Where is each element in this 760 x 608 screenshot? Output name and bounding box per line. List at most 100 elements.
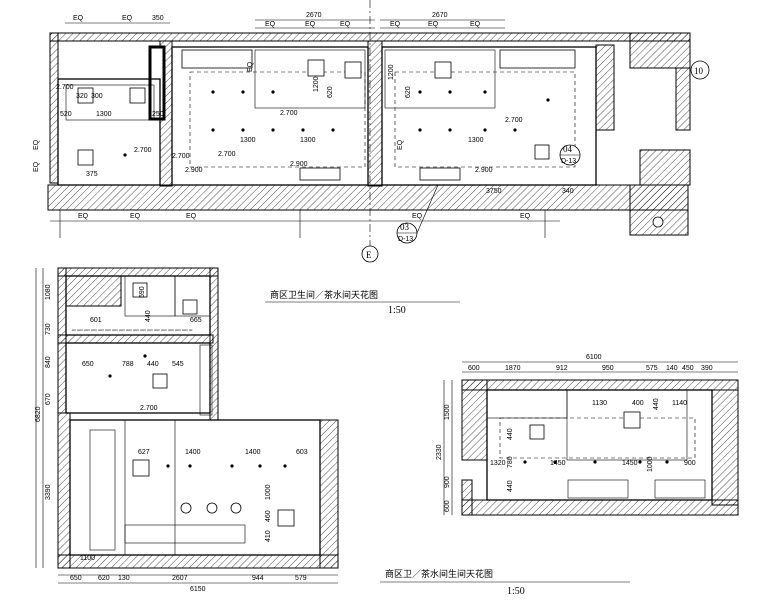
top-dim-6: EQ — [305, 21, 316, 28]
left-dim-1080: 1080 — [45, 284, 52, 300]
top-dim-3: 350 — [152, 15, 164, 22]
inner-dim-590: 590 — [139, 286, 146, 298]
side-dim-7: 1200 — [313, 76, 320, 92]
ceiling-height-8: 2.900 — [475, 167, 493, 174]
right-inner-1000: 1000 — [647, 456, 654, 472]
right-plan-title: 商区卫／茶水间生间天花图 — [385, 568, 493, 579]
right-left-dim-900: 900 — [444, 476, 451, 488]
right-total-6100: 6100 — [586, 354, 602, 361]
side-dim-8: 620 — [327, 86, 334, 98]
right-inner-440b: 440 — [507, 480, 514, 492]
left-dim-3390: 3390 — [45, 484, 52, 500]
right-inner-1450b: 1450 — [622, 460, 638, 467]
right-left-dim-1500: 1500 — [444, 404, 451, 420]
inner-dim-603: 603 — [296, 449, 308, 456]
inner-dim-601: 601 — [90, 317, 102, 324]
right-dim-450: 450 — [682, 365, 694, 372]
inner-dim-300: 300 — [91, 93, 103, 100]
inner-dim-340: 340 — [562, 188, 574, 195]
left-plan-scale: 1:50 — [388, 305, 406, 316]
bottom-dim-620: 620 — [98, 575, 110, 582]
top-dim-4: 2670 — [306, 12, 322, 19]
right-dim-912: 912 — [556, 365, 568, 372]
right-inner-1140: 1140 — [672, 400, 687, 407]
top-dim-9: 2670 — [432, 12, 448, 19]
right-ceiling-plan: 6100 600 1870 912 950 575 140 450 390 15… — [380, 354, 739, 597]
inner-dim-650: 650 — [82, 361, 94, 368]
axis-label: E — [366, 250, 372, 260]
right-inner-900: 900 — [684, 460, 696, 467]
right-dim-1870: 1870 — [505, 365, 521, 372]
left-ceiling-plan: 1080 730 840 670 6820 3390 650 620 130 2… — [35, 267, 460, 593]
callout-03-num: 03 — [400, 222, 410, 232]
ceiling-height-4: 2.700 — [280, 110, 298, 117]
right-plan-scale: 1:50 — [507, 586, 525, 597]
inner-dim-665: 665 — [190, 317, 202, 324]
inner-dim-410: 410 — [265, 530, 272, 542]
inner-dim-1300b: 1300 — [240, 137, 256, 144]
right-inner-440c: 440 — [653, 398, 660, 410]
bottom-dim-1: EQ — [78, 213, 89, 220]
ceiling-height-1: 2.700 — [56, 84, 74, 91]
bottom-dim-2: EQ — [130, 213, 141, 220]
callout-03-ref: D-13 — [398, 236, 413, 243]
grid-bubble — [690, 60, 710, 80]
left-dim-840: 840 — [45, 356, 52, 368]
right-left-dim-600: 600 — [444, 500, 451, 512]
side-dim-3: EQ — [247, 61, 254, 72]
bottom-dim-4: EQ — [412, 213, 423, 220]
side-dim-1: EQ — [33, 139, 40, 150]
side-dim-4: EQ — [397, 139, 404, 150]
right-dim-950: 950 — [602, 365, 614, 372]
inner-dim-627: 627 — [138, 449, 150, 456]
callout-04-num: 04 — [563, 144, 573, 154]
inner-dim-1400b: 1400 — [245, 449, 261, 456]
callout-04-ref: D-13 — [561, 158, 576, 165]
right-inner-1320: 1320 — [490, 460, 506, 467]
inner-dim-3750: 3750 — [486, 188, 502, 195]
side-dim-2: EQ — [33, 161, 40, 172]
right-inner-780: 780 — [507, 456, 514, 468]
right-inner-440a: 440 — [507, 428, 514, 440]
top-dim-5: EQ — [265, 21, 276, 28]
bottom-dim-2607: 2607 — [172, 575, 188, 582]
top-ceiling-plan: EQ EQ 350 2670 EQ EQ EQ EQ 2670 EQ EQ — [33, 0, 710, 263]
ceiling-height-2: 2.700 — [134, 147, 152, 154]
top-dim-8: EQ — [390, 21, 401, 28]
top-dim-10: EQ — [428, 21, 439, 28]
ceiling-height-3: 2.700 — [218, 151, 236, 158]
left-ceiling-height: 2.700 — [140, 405, 158, 412]
right-inner-1130: 1130 — [592, 400, 607, 407]
left-dim-670: 670 — [45, 393, 52, 405]
inner-dim-1400a: 1400 — [185, 449, 201, 456]
bottom-dim-3: EQ — [186, 213, 197, 220]
side-dim-5: 1200 — [388, 64, 395, 80]
left-dim-6820: 6820 — [35, 406, 42, 422]
inner-dim-1300d: 1300 — [468, 137, 484, 144]
ceiling-height-7: 2.900 — [290, 161, 308, 168]
bottom-dim-5: EQ — [520, 213, 531, 220]
inner-dim-320: 320 — [76, 93, 88, 100]
left-plan-title: 商区卫生间／茶水间天花图 — [270, 289, 378, 300]
right-dim-390: 390 — [701, 365, 713, 372]
bottom-total-6150: 6150 — [190, 586, 206, 593]
top-dim-2: EQ — [122, 15, 133, 22]
inner-dim-460: 460 — [265, 510, 272, 522]
bottom-dim-650: 650 — [70, 575, 82, 582]
right-left-dim-2330: 2330 — [436, 444, 443, 460]
inner-dim-1300c: 1300 — [300, 137, 316, 144]
inner-dim-1300a: 1300 — [96, 111, 112, 118]
right-dim-600: 600 — [468, 365, 480, 372]
inner-dim-1000: 1000 — [265, 484, 272, 500]
bottom-dim-579: 579 — [295, 575, 307, 582]
corner-mark: 1100 — [80, 555, 95, 562]
top-dim-7: EQ — [340, 21, 351, 28]
bottom-dim-944: 944 — [252, 575, 264, 582]
inner-dim-440a: 440 — [145, 310, 152, 322]
inner-dim-788: 788 — [122, 361, 134, 368]
side-dim-6: 620 — [405, 86, 412, 98]
bottom-dim-130: 130 — [118, 575, 130, 582]
top-dim-11: EQ — [470, 21, 481, 28]
